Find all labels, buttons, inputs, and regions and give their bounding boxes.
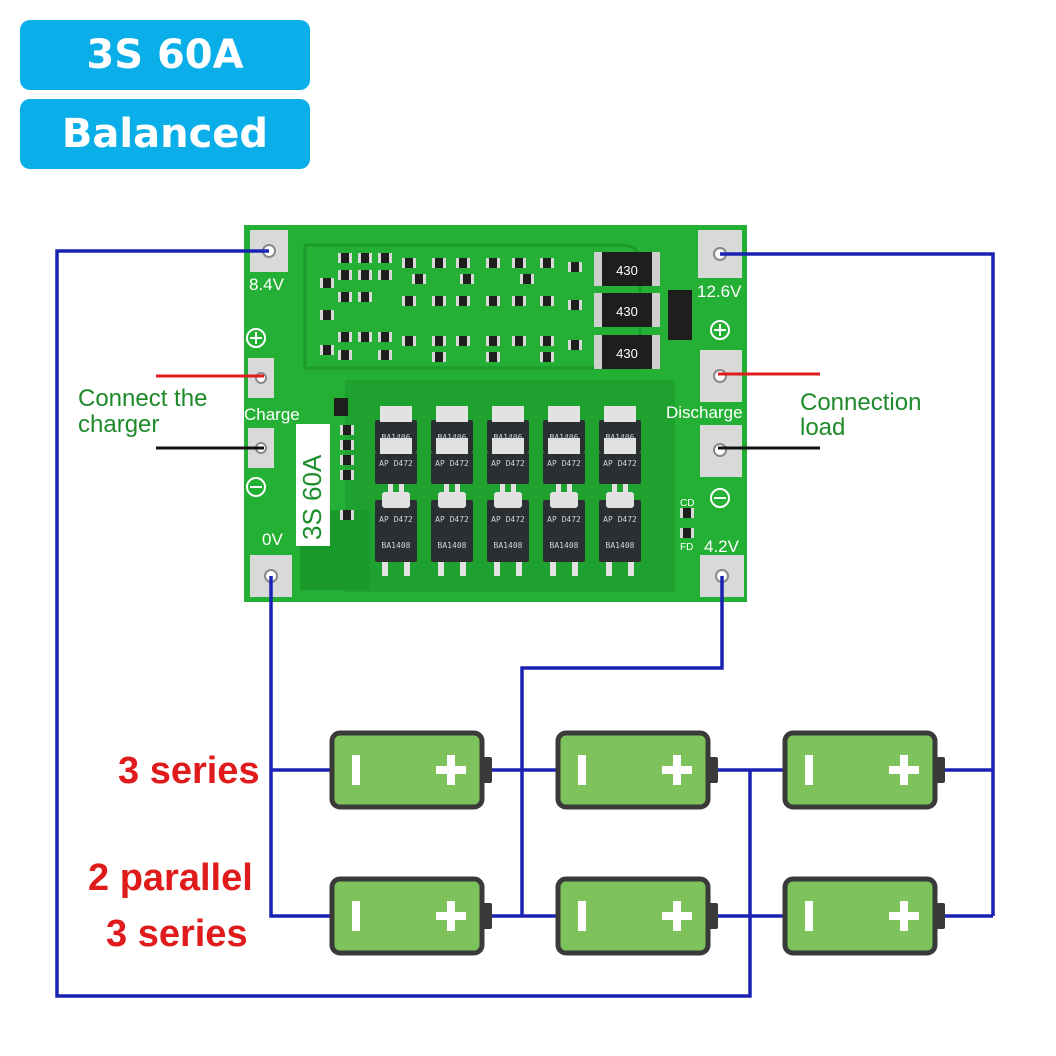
minus-icon: [710, 488, 730, 508]
model-label: 3S 60A: [297, 454, 327, 540]
battery-cell: [558, 733, 718, 807]
plus-icon: [246, 328, 266, 348]
charger-label-line2: charger: [78, 411, 159, 438]
balanced-badge-text: Balanced: [61, 111, 269, 157]
mosfet-mark: BA1406: [438, 433, 467, 442]
mosfet-mark: AP D472: [547, 515, 581, 524]
battery-cell: [785, 733, 945, 807]
battery-cell: [332, 879, 492, 953]
label-fd: FD: [680, 542, 693, 553]
spec-badge-text: 3S 60A: [86, 32, 244, 78]
wiring: [55, 249, 995, 998]
label-12v6: 12.6V: [697, 282, 742, 301]
wire-4v2: [520, 576, 724, 916]
resistor-2-label: 430: [616, 304, 638, 319]
spec-badge: 3S 60A: [20, 20, 310, 90]
battery-pack: [332, 733, 945, 953]
label-0v: 0V: [262, 530, 283, 549]
mosfet-mark: BA1408: [438, 541, 467, 550]
mosfet-mark: BA1408: [382, 541, 411, 550]
two-parallel-label-line1: 2 parallel: [88, 857, 253, 899]
model-plate: [296, 424, 330, 546]
three-series-label: 3 series: [118, 750, 260, 792]
charger-label-line1: Connect the: [78, 385, 207, 412]
resistor-3-label: 430: [616, 346, 638, 361]
label-discharge: Discharge: [666, 403, 743, 422]
mosfet-mark: AP D472: [435, 459, 469, 468]
plus-icon: [710, 320, 730, 340]
wire-0v: [269, 576, 332, 918]
resistor-1: 430: [594, 252, 660, 286]
mosfet-mark: BA1408: [606, 541, 635, 550]
mosfet-mark: BA1408: [550, 541, 579, 550]
battery-cell: [558, 879, 718, 953]
smd-components: [320, 253, 694, 538]
mosfet-mark: BA1406: [606, 433, 635, 442]
balanced-badge: Balanced: [20, 99, 310, 169]
mosfet-mark: AP D472: [547, 459, 581, 468]
two-parallel-label-line2: 3 series: [106, 913, 248, 955]
wire-12v6: [720, 252, 995, 916]
battery-cell: [785, 879, 945, 953]
label-8v4: 8.4V: [249, 275, 285, 294]
resistor-2: 430: [594, 293, 660, 327]
mosfet-mark: AP D472: [491, 459, 525, 468]
resistor-1-label: 430: [616, 263, 638, 278]
mosfet-mark: AP D472: [603, 515, 637, 524]
mosfet-mark: AP D472: [379, 459, 413, 468]
bms-board: 430 430 430 BA1406 BA1406 BA1406 BA140: [244, 225, 747, 602]
mosfet-mark: AP D472: [435, 515, 469, 524]
mosfet-mark: AP D472: [491, 515, 525, 524]
label-cd: CD: [680, 498, 694, 509]
mosfet-mark: AP D472: [603, 459, 637, 468]
mosfet-mark: BA1406: [382, 433, 411, 442]
label-charge: Charge: [244, 405, 300, 424]
mosfet-mark: BA1406: [494, 433, 523, 442]
diode: [668, 290, 692, 340]
mosfet-markings: BA1406 BA1406 BA1406 BA1406 BA1406 AP D4…: [379, 433, 637, 550]
battery-cell: [332, 733, 492, 807]
resistor-3: 430: [594, 335, 660, 369]
mosfet-mark: BA1408: [494, 541, 523, 550]
load-label-line1: Connection: [800, 389, 921, 416]
minus-icon: [246, 477, 266, 497]
load-leads: [718, 372, 820, 450]
label-4v2: 4.2V: [704, 537, 740, 556]
mosfet-mark: AP D472: [379, 515, 413, 524]
load-label-line2: load: [800, 414, 845, 441]
mosfet-mark: BA1406: [550, 433, 579, 442]
wire-8v4: [55, 249, 752, 998]
charger-leads: [156, 374, 264, 450]
